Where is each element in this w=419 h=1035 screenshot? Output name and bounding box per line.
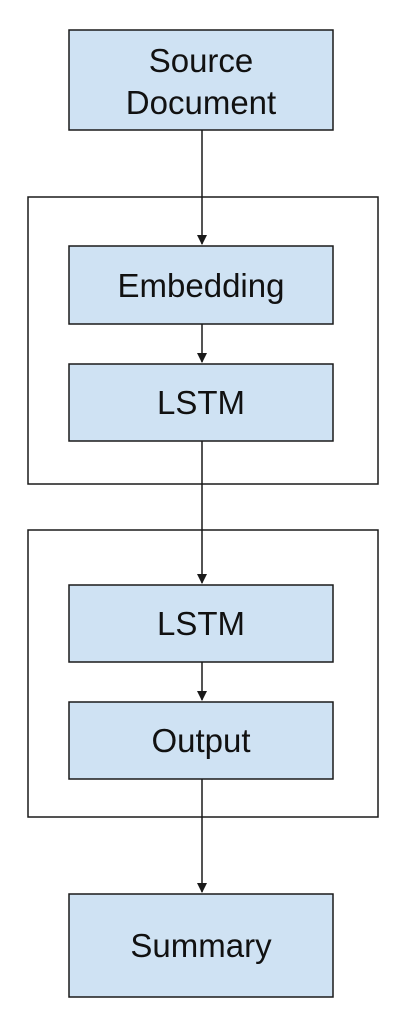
source-label-line1: Source (149, 42, 254, 79)
embedding-label: Embedding (118, 267, 285, 304)
summary-node: Summary (68, 893, 334, 998)
source-document-node: Source Document (68, 29, 334, 131)
encoder-lstm-label: LSTM (157, 384, 245, 421)
decoder-group (27, 529, 379, 818)
source-label-line2: Document (126, 84, 276, 121)
decoder-lstm-label: LSTM (157, 605, 245, 642)
output-label: Output (151, 722, 250, 759)
summary-label: Summary (130, 927, 272, 964)
encoder-lstm-node: LSTM (68, 363, 334, 442)
encoder-group (27, 196, 379, 485)
output-node: Output (68, 701, 334, 780)
embedding-node: Embedding (68, 245, 334, 325)
decoder-lstm-node: LSTM (68, 584, 334, 663)
